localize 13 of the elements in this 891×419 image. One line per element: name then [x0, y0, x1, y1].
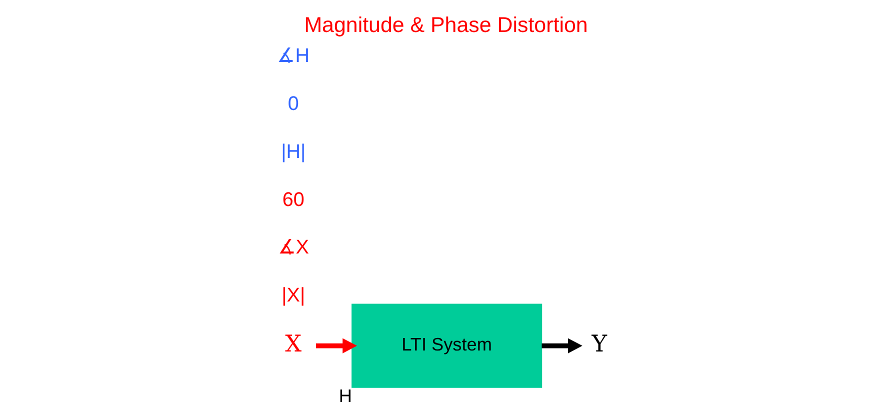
label: ∡X	[277, 236, 308, 259]
node-text: X	[284, 332, 302, 358]
label: |H|	[280, 140, 306, 163]
label: |X|	[281, 284, 305, 306]
label: ∡H	[276, 45, 310, 68]
arrow	[541, 338, 582, 354]
label: 0	[287, 93, 298, 116]
diagram-title: Magnitude & Phase Distortion	[304, 13, 588, 38]
node-label: H	[338, 386, 352, 406]
arrow	[315, 338, 356, 354]
node-box: LTI System	[351, 304, 542, 388]
node-text: Y	[591, 332, 607, 358]
label: 60	[282, 188, 304, 211]
